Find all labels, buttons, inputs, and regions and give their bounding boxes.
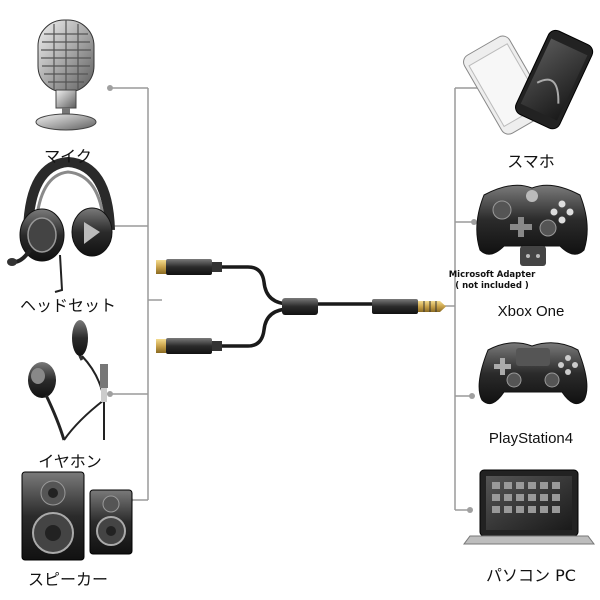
label-earphones: イヤホン xyxy=(38,452,102,471)
label-speaker: スピーカー xyxy=(27,570,109,589)
microsoft-adapter-icon xyxy=(520,246,546,266)
earphones-icon xyxy=(28,320,108,441)
adapter-note-line1: Microsoft Adapter xyxy=(448,270,536,280)
adapter-note-line2: ( not included ) xyxy=(455,281,529,291)
label-playstation4: PlayStation4 xyxy=(488,430,574,447)
microphone-icon xyxy=(35,19,97,131)
smartphone-icon xyxy=(463,29,594,135)
label-xbox-one: Xbox One xyxy=(497,303,565,320)
laptop-icon xyxy=(463,469,595,545)
label-smartphone: スマホ xyxy=(507,152,555,171)
label-microphone: マイク xyxy=(44,147,92,166)
male-plug xyxy=(372,299,446,314)
adapter-note: Microsoft Adapter ( not included ) xyxy=(449,270,536,292)
xbox-controller-icon xyxy=(476,184,588,266)
gaming-headset-icon xyxy=(7,156,115,293)
right-node-dots xyxy=(467,85,489,513)
left-connector-lines xyxy=(112,87,162,501)
female-jack-bottom xyxy=(156,338,222,354)
y-splitter-cable xyxy=(156,259,446,354)
speaker-icon xyxy=(21,471,133,561)
ps4-controller-icon xyxy=(478,342,588,405)
splitter-hub xyxy=(282,298,318,315)
label-pc: パソコン PC xyxy=(486,566,576,585)
female-jack-top xyxy=(156,259,222,275)
right-connector-lines xyxy=(440,87,486,511)
label-headset: ヘッドセット xyxy=(19,296,117,315)
